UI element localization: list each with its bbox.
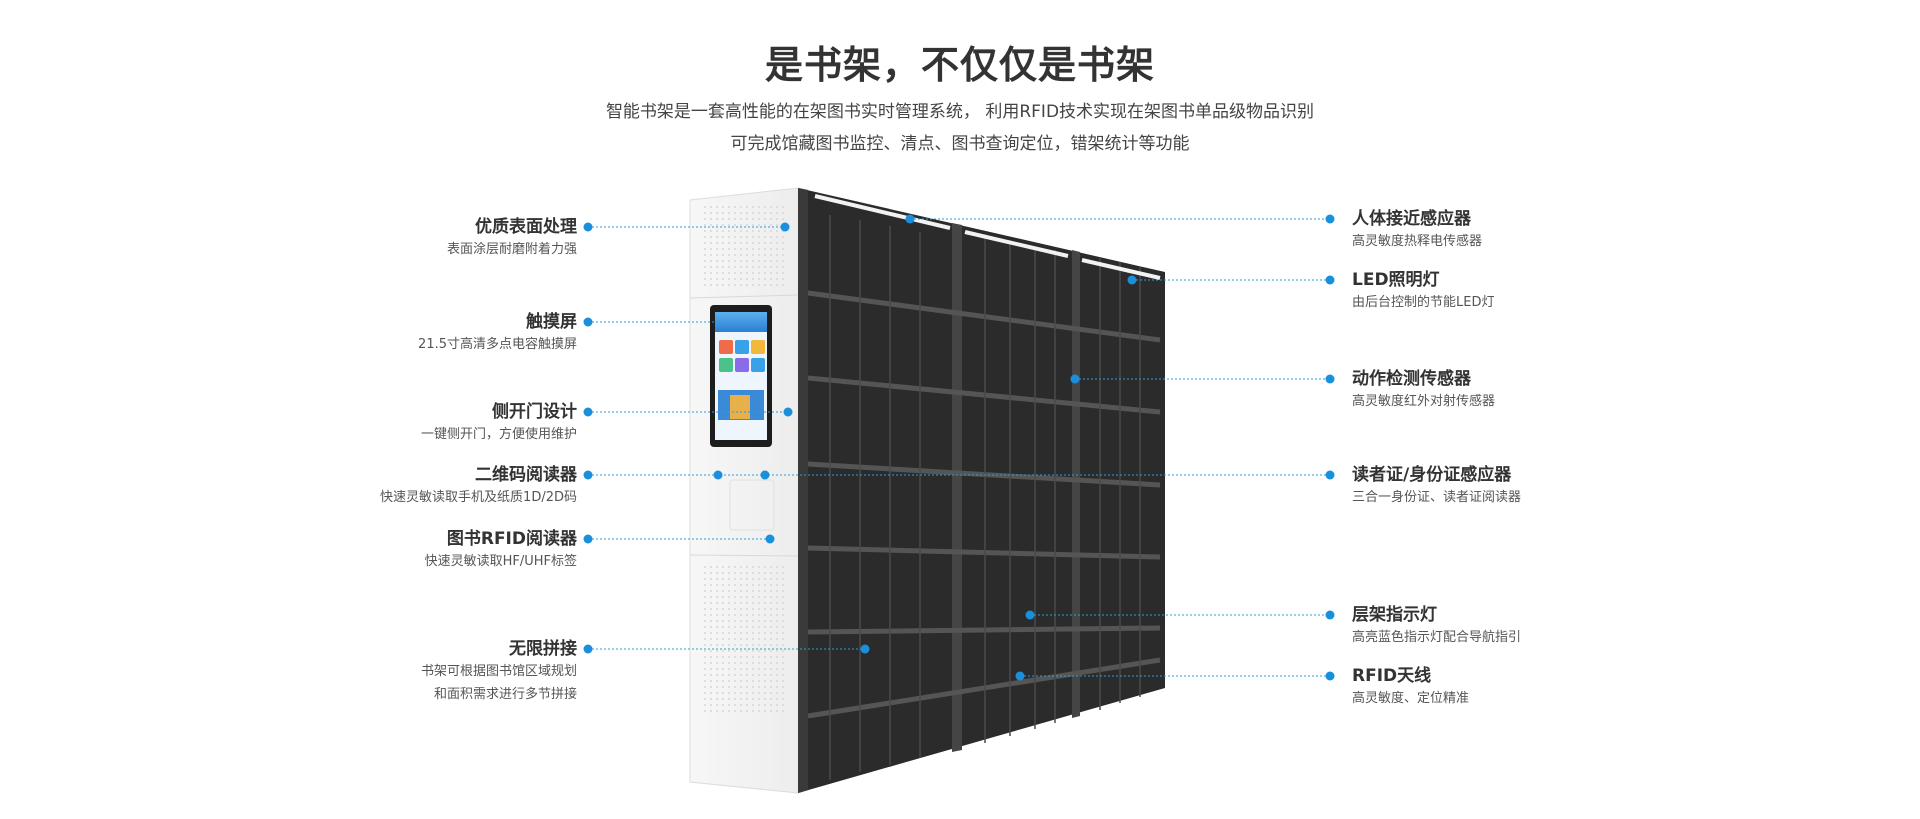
feature-title: 触摸屏	[526, 312, 577, 332]
subtitle-line-1: 智能书架是一套高性能的在架图书实时管理系统， 利用RFID技术实现在架图书单品级…	[605, 102, 1315, 122]
feature-desc: 21.5寸高清多点电容触摸屏	[418, 337, 577, 352]
feature-title: RFID天线	[1352, 666, 1432, 686]
feature-rfid-antenna: RFID天线 高灵敏度、定位精准	[1352, 665, 1469, 710]
feature-surface-treatment: 优质表面处理 表面涂层耐磨附着力强	[447, 216, 577, 261]
feature-title: 二维码阅读器	[475, 465, 577, 485]
feature-desc: 和面积需求进行多节拼接	[433, 687, 577, 702]
feature-rfid-reader: 图书RFID阅读器 快速灵敏读取HF/UHF标签	[425, 528, 577, 573]
feature-motion-sensor: 动作检测传感器 高灵敏度红外对射传感器	[1352, 368, 1495, 413]
feature-title: 读者证/身份证感应器	[1352, 465, 1512, 485]
feature-title: 优质表面处理	[475, 217, 577, 237]
side-cabinet	[689, 187, 809, 794]
feature-desc: 表面涂层耐磨附着力强	[446, 242, 577, 257]
feature-led-light: LED照明灯 由后台控制的节能LED灯	[1352, 269, 1494, 314]
feature-title: 动作检测传感器	[1352, 369, 1471, 389]
feature-title: 图书RFID阅读器	[446, 529, 577, 549]
feature-desc: 由后台控制的节能LED灯	[1352, 295, 1495, 310]
feature-desc: 高灵敏度红外对射传感器	[1352, 394, 1496, 409]
feature-unlimited-splicing: 无限拼接 书架可根据图书馆区域规划 和面积需求进行多节拼接	[421, 638, 577, 706]
callout-leaders	[583, 214, 1335, 681]
feature-id-card-reader: 读者证/身份证感应器 三合一身份证、读者证阅读器	[1352, 464, 1521, 509]
feature-desc: 高灵敏度、定位精准	[1352, 691, 1470, 706]
shelf-body	[798, 188, 1165, 793]
feature-desc: 快速灵敏读取HF/UHF标签	[424, 554, 577, 569]
feature-desc: 快速灵敏读取手机及纸质1D/2D码	[380, 490, 577, 505]
feature-desc: 高灵敏度热释电传感器	[1352, 234, 1483, 249]
subtitle-line-2: 可完成馆藏图书监控、清点、图书查询定位，错架统计等功能	[730, 134, 1190, 154]
feature-shelf-indicator: 层架指示灯 高亮蓝色指示灯配合导航指引	[1352, 604, 1521, 649]
feature-title: 无限拼接	[509, 639, 577, 659]
feature-title: 层架指示灯	[1352, 605, 1437, 625]
feature-side-door: 侧开门设计 一键侧开门，方便使用维护	[421, 401, 577, 446]
feature-title: LED照明灯	[1352, 270, 1440, 290]
feature-desc: 高亮蓝色指示灯配合导航指引	[1352, 630, 1522, 645]
feature-title: 侧开门设计	[492, 402, 577, 422]
feature-touch-screen: 触摸屏 21.5寸高清多点电容触摸屏	[418, 311, 577, 356]
feature-desc: 一键侧开门，方便使用维护	[420, 427, 577, 442]
feature-proximity-sensor: 人体接近感应器 高灵敏度热释电传感器	[1352, 208, 1482, 253]
touch-screen	[710, 305, 772, 447]
feature-title: 人体接近感应器	[1352, 209, 1471, 229]
feature-qr-reader: 二维码阅读器 快速灵敏读取手机及纸质1D/2D码	[380, 464, 577, 509]
page-title: 是书架，不仅仅是书架	[764, 43, 1155, 87]
feature-desc: 书架可根据图书馆区域规划	[420, 664, 577, 679]
feature-desc: 三合一身份证、读者证阅读器	[1352, 490, 1522, 505]
